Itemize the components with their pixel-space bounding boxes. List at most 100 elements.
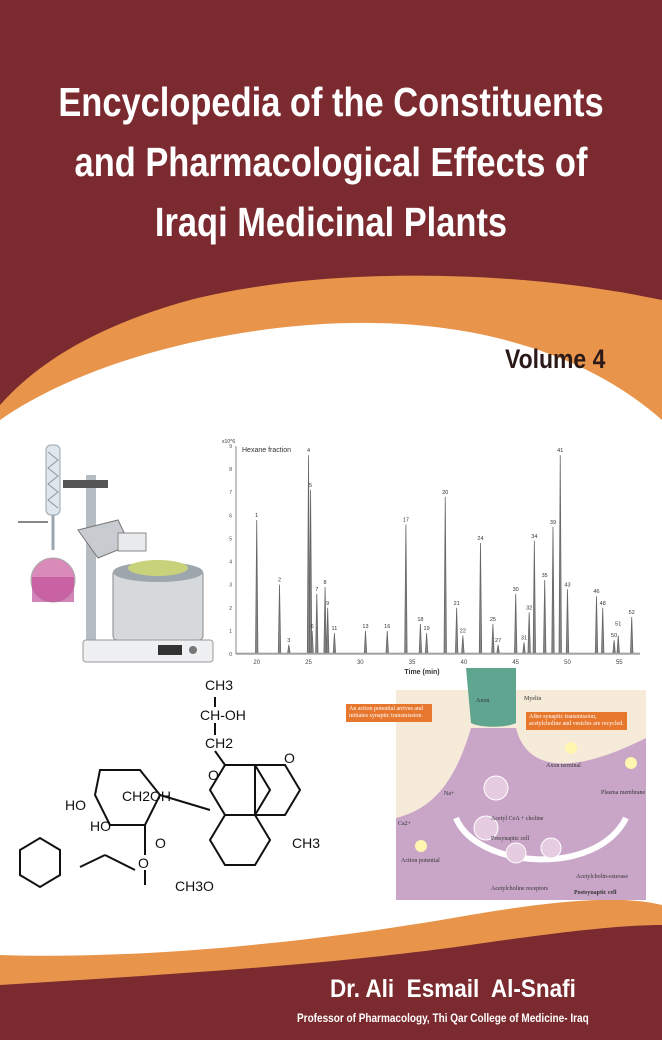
x-tick-label: 55 (616, 660, 623, 666)
book-title: Encyclopedia of the Constituents and Pha… (0, 72, 662, 252)
peak-label: 39 (550, 520, 556, 526)
structure-label: CH2 (205, 735, 234, 751)
peak-19 (425, 633, 429, 654)
x-tick-label: 20 (253, 660, 260, 666)
synapse-note: An action potential arrives and initiate… (346, 704, 432, 722)
peak-label: 35 (542, 573, 548, 579)
top-maroon-band (0, 0, 662, 405)
synapse-label: Plasma membrane (601, 790, 646, 796)
title-line: and Pharmacological Effects of (74, 139, 588, 185)
synapse-label: Ca2+ (398, 821, 412, 827)
peak-50 (612, 640, 616, 654)
peak-label: 34 (531, 534, 537, 540)
synapse-label: Axon (476, 698, 490, 704)
title-line: Encyclopedia of the Constituents (58, 79, 604, 125)
synapse-drawing (396, 668, 646, 900)
title-line: Iraqi Medicinal Plants (154, 199, 508, 245)
structure-label: O (208, 767, 219, 783)
structure-label: O (284, 750, 295, 766)
peak-7 (315, 593, 319, 654)
peak-label: 1 (255, 513, 258, 519)
peak-46 (594, 596, 599, 654)
peak-label: 9 (326, 601, 329, 607)
structure-label: HO (90, 818, 111, 834)
y-tick-label: 0 (229, 652, 232, 658)
peak-32 (527, 612, 531, 654)
synapse-label: Acetyl CoA + choline (491, 816, 544, 822)
peak-label: 5 (309, 483, 312, 489)
peak-5 (308, 489, 313, 654)
peak-3 (287, 644, 291, 654)
peak-label: 52 (629, 610, 635, 616)
peak-label: 46 (593, 589, 599, 595)
synapse-note: After synaptic transmission, acetylcholi… (526, 712, 627, 730)
peak-20 (443, 496, 447, 654)
peak-16 (385, 630, 389, 654)
synapse-label: Presynaptic cell (491, 836, 530, 842)
peak-39 (551, 526, 555, 654)
peak-label: 4 (307, 448, 310, 454)
synapse-label: Axon terminal (546, 763, 581, 769)
peak-label: 50 (611, 633, 617, 639)
x-tick-label: 30 (357, 660, 364, 666)
peak-9 (326, 607, 330, 654)
peak-label: 22 (460, 629, 466, 635)
peak-label: 31 (521, 635, 527, 641)
structure-label: O (155, 835, 166, 851)
x-tick-label: 35 (409, 660, 416, 666)
y-tick-label: 2 (229, 606, 232, 612)
peak-22 (461, 635, 465, 654)
synapse-illustration: An action potential arrives and initiate… (346, 668, 646, 900)
peak-label: 16 (384, 624, 390, 630)
peak-label: 25 (490, 617, 496, 623)
synapse-label: Postsynaptic cell (574, 890, 617, 896)
x-tick-label: 40 (461, 660, 468, 666)
peak-1 (255, 519, 259, 654)
peak-6 (310, 630, 314, 654)
structure-label: O (138, 855, 149, 871)
structure-label: HO (65, 797, 86, 813)
peak-label: 48 (600, 601, 606, 607)
peak-label: 30 (513, 587, 519, 593)
peak-18 (418, 623, 422, 654)
peak-label: 8 (324, 580, 327, 586)
synapse-label: Na+ (444, 791, 455, 797)
peak-31 (522, 642, 526, 654)
volume-label: Volume 4 (505, 344, 606, 374)
peak-label: 13 (362, 624, 368, 630)
x-axis-label: Time (min) (404, 669, 439, 676)
peak-label: 43 (564, 582, 570, 588)
rotary-evaporator-image (18, 444, 214, 663)
peak-13 (363, 630, 368, 654)
synapse-label: Acetylcholine receptors (491, 886, 549, 892)
author-affiliation: Professor of Pharmacology, Thi Qar Colle… (297, 1013, 589, 1025)
peak-label: 6 (311, 624, 314, 630)
peak-41 (558, 455, 562, 654)
peak-label: 20 (442, 490, 448, 496)
peak-label: 3 (287, 638, 290, 644)
peak-24 (478, 543, 483, 654)
structure-label: CH2OH (122, 788, 172, 804)
x-tick-label: 25 (305, 660, 312, 666)
peak-34 (532, 540, 536, 654)
y-tick-label: 8 (229, 467, 232, 473)
peak-35 (543, 580, 547, 654)
peak-label: 41 (557, 448, 563, 454)
top-white-curve (0, 371, 662, 460)
structure-label: CH3O (175, 878, 214, 894)
y-tick-label: 3 (229, 583, 232, 589)
peak-51 (616, 635, 620, 654)
peak-label: 18 (417, 617, 423, 623)
structure-label: CH-OH (200, 707, 246, 723)
synapse-label: Action potential (401, 858, 440, 864)
peak-11 (332, 633, 337, 654)
peak-21 (455, 607, 459, 654)
peak-27 (496, 644, 500, 654)
peak-4 (306, 455, 311, 654)
peak-label: 11 (332, 626, 338, 632)
x-tick-label: 50 (564, 660, 571, 666)
x-tick-label: 45 (512, 660, 519, 666)
peak-43 (565, 589, 570, 654)
